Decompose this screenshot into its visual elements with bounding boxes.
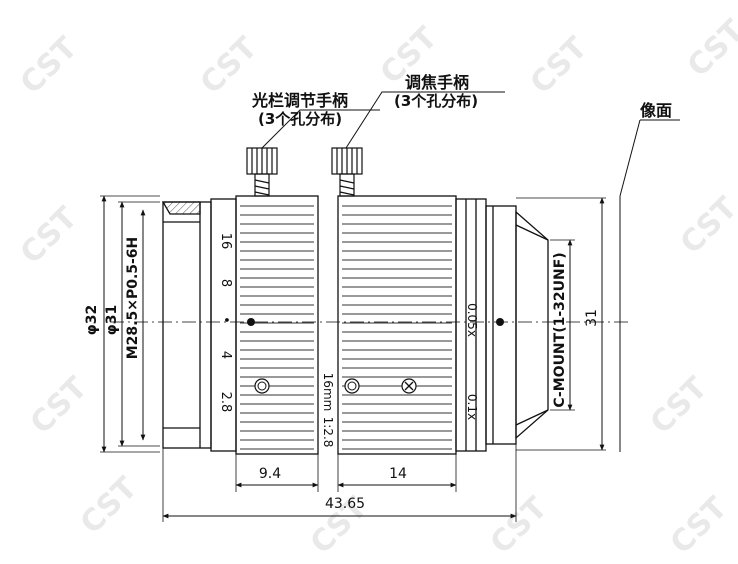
front-barrel: [161, 198, 237, 452]
aperture-mark-dot: •: [218, 316, 233, 324]
focus-holes-label: (3个孔分布): [394, 92, 478, 110]
aperture-mark-2-8: 2.8: [218, 392, 233, 413]
index-dot-left: [247, 318, 255, 326]
f-number-mark: 1:2.8: [321, 417, 335, 448]
watermark: CST: [74, 470, 145, 541]
diameter-dimension-31-right: 31: [516, 197, 606, 451]
magnification-mark-b: 0.1x: [465, 394, 479, 420]
aperture-mark-16: 16: [218, 233, 233, 250]
aperture-mark-8: 8: [218, 279, 233, 287]
length-dimension-9-4: 9.4: [235, 454, 319, 492]
length-14-label: 14: [389, 466, 407, 482]
aperture-mark-4: 4: [218, 351, 233, 359]
diameter-31-right-label: 31: [584, 309, 600, 327]
watermark: CST: [14, 200, 85, 271]
iris-handle-icon: [246, 147, 278, 197]
aperture-scale: 16 8 • 4 2.8: [218, 233, 233, 413]
watermark: CST: [674, 190, 738, 261]
watermark: CST: [664, 490, 735, 561]
iris-handle-label: 光栏调节手柄: [251, 91, 348, 110]
focus-leader: [345, 91, 505, 149]
image-plane-leader: [619, 119, 641, 197]
aperture-ring: [235, 195, 319, 455]
iris-leader: [261, 109, 380, 149]
focal-length-mark: 16mm: [321, 373, 335, 412]
thread-dimension: M28.5×P0.5-6H: [125, 209, 146, 441]
watermark: CST: [644, 370, 715, 441]
iris-screw-hole-icon: [254, 378, 270, 394]
cross-screw-icon: [401, 378, 417, 394]
diameter-31-label: φ31: [104, 305, 120, 335]
index-dot-right: [496, 318, 504, 326]
watermark: CST: [24, 370, 95, 441]
watermark: CST: [524, 30, 595, 101]
length-9-4-label: 9.4: [259, 466, 281, 482]
mount-label: C-MOUNT(1-32UNF): [552, 252, 568, 407]
diameter-dimension-32: φ32: [84, 195, 160, 453]
rear-body: [455, 198, 549, 452]
watermark: CST: [484, 490, 555, 561]
length-dimension-total: 43.65: [162, 444, 517, 522]
diameter-dimension-31: φ31: [104, 201, 160, 447]
iris-holes-label: (3个孔分布): [258, 110, 342, 128]
watermark: CST: [681, 13, 738, 84]
magnification-mark-a: 0.05x: [465, 303, 479, 337]
image-plane-label: 像面: [640, 101, 672, 120]
mount-dimension: C-MOUNT(1-32UNF): [550, 239, 575, 411]
focus-screw-hole-icon: [344, 378, 360, 394]
length-total-label: 43.65: [325, 496, 365, 512]
focus-ring: [337, 195, 457, 455]
thread-label: M28.5×P0.5-6H: [125, 237, 141, 360]
watermark: CST: [14, 30, 85, 101]
focus-handle-label: 调焦手柄: [405, 73, 469, 92]
length-dimension-14: 14: [337, 454, 457, 492]
diameter-32-label: φ32: [84, 305, 100, 335]
focus-handle-icon: [331, 147, 363, 197]
